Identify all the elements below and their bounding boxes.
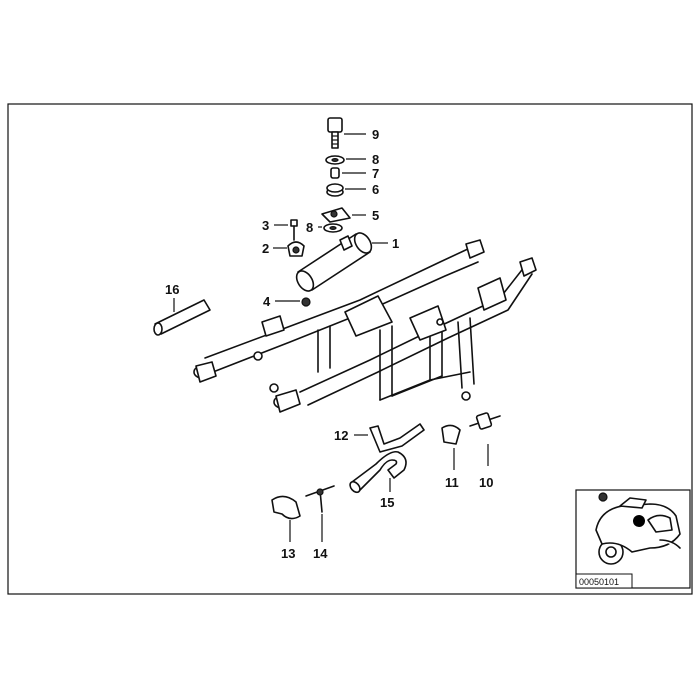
motorcycle-icon	[595, 492, 681, 565]
callout-5: 5	[372, 208, 379, 223]
part-1-cylinder[interactable]	[293, 230, 375, 294]
part-5-bracket[interactable]	[321, 207, 351, 223]
callout-15: 15	[380, 495, 394, 510]
callout-8-upper: 8	[372, 152, 379, 167]
part-9-bolt[interactable]	[327, 117, 343, 149]
part-10-connector[interactable]	[469, 412, 501, 430]
motorcycle-locator-inset: 00050101	[575, 489, 691, 589]
callout-2: 2	[262, 241, 269, 256]
part-4-nut[interactable]	[301, 297, 311, 307]
diagram-border	[7, 103, 693, 595]
part-14-t-connector[interactable]	[305, 485, 335, 513]
callout-10: 10	[479, 475, 493, 490]
part-7-sleeve[interactable]	[330, 167, 340, 179]
part-12-bracket[interactable]	[369, 423, 425, 453]
location-marker	[633, 515, 645, 527]
part-11-clip[interactable]	[441, 424, 461, 445]
callout-1: 1	[392, 236, 399, 251]
callout-6: 6	[372, 182, 379, 197]
part-8-washer-upper[interactable]	[325, 155, 345, 165]
callout-16: 16	[165, 282, 179, 297]
part-8-washer-lower[interactable]	[323, 223, 343, 233]
callout-12: 12	[334, 428, 348, 443]
callout-8-lower: 8	[306, 220, 313, 235]
part-6-bush[interactable]	[326, 183, 344, 197]
inset-reference-number: 00050101	[579, 577, 619, 587]
part-15-hose[interactable]	[348, 450, 407, 494]
callout-11: 11	[445, 475, 459, 490]
callout-3: 3	[262, 218, 269, 233]
callout-7: 7	[372, 166, 379, 181]
part-13-clamp[interactable]	[271, 495, 301, 520]
part-3-screw[interactable]	[290, 219, 298, 241]
callout-9: 9	[372, 127, 379, 142]
callout-13: 13	[281, 546, 295, 561]
part-2-clamp[interactable]	[287, 241, 305, 257]
callout-14: 14	[313, 546, 328, 561]
part-16-tube[interactable]	[153, 299, 211, 336]
subframe-assembly	[193, 239, 537, 413]
callout-4: 4	[263, 294, 271, 309]
